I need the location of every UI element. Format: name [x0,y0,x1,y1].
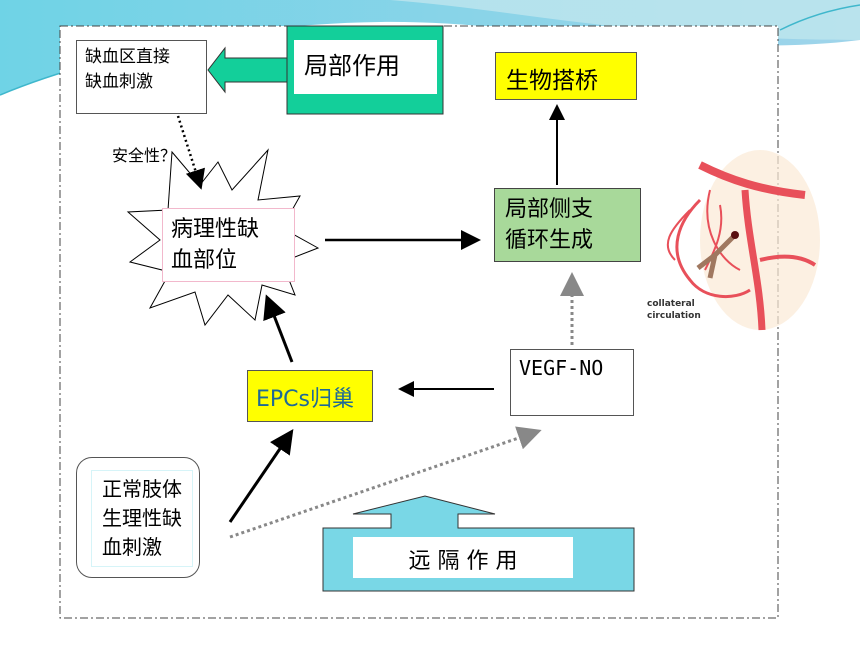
collateral-formation-text: 局部侧支 循环生成 [505,197,594,253]
local-effect-label-box: 局部作用 [294,40,437,94]
direct-ischemia-text: 缺血区直接 缺血刺激 [85,47,170,92]
local-effect-text: 局部作用 [304,52,400,80]
collateral-formation-box: 局部侧支 循环生成 [494,188,641,262]
normal-limb-text: 正常肢体 生理性缺 血刺激 [91,470,193,567]
epcs-homing-text: EPCs归巢 [256,387,354,412]
vegf-no-text: VEGF-NO [519,356,604,380]
remote-effect-text: 远 隔 作 用 [408,549,518,574]
collateral-circulation-image [666,150,820,331]
direct-ischemia-box: 缺血区直接 缺血刺激 [76,40,207,114]
remote-effect-label-box: 远 隔 作 用 [353,537,573,578]
normal-limb-box: 正常肢体 生理性缺 血刺激 [76,457,200,578]
left-block-arrow [207,46,288,94]
bio-bypass-text: 生物搭桥 [506,68,598,94]
collateral-caption: collateral circulation [647,299,701,321]
pathological-site-box: 病理性缺 血部位 [162,208,295,282]
bio-bypass-box: 生物搭桥 [495,52,637,100]
vegf-no-box: VEGF-NO [510,349,634,416]
safety-label: 安全性？ [112,146,177,165]
epcs-homing-box: EPCs归巢 [247,370,373,422]
pathological-site-text: 病理性缺 血部位 [171,217,260,273]
